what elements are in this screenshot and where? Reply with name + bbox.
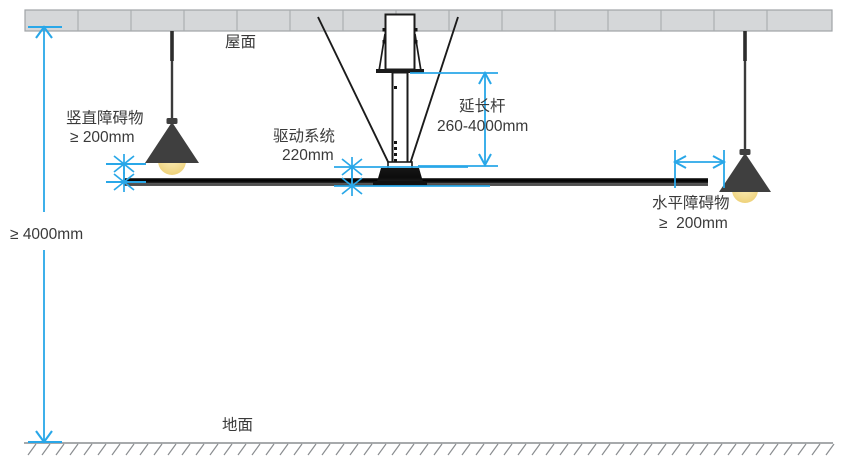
- label-extension-rod-value: 260-4000mm: [437, 118, 528, 135]
- label-vertical-obstacle-value: ≥ 200mm: [70, 129, 135, 146]
- ground-surface: [24, 442, 835, 456]
- safety-guy-wire: [317, 16, 459, 171]
- extension-rod: [391, 71, 409, 169]
- label-extension-rod-title: 延长杆: [459, 97, 506, 115]
- pendant-lamp-left: [145, 31, 199, 175]
- dim-floor-to-ceiling-height: [28, 25, 62, 444]
- label-ground: 地面: [222, 416, 253, 434]
- ceiling-slab: [24, 9, 833, 32]
- drive-motor-hub: [373, 161, 427, 187]
- label-drive-system-title: 驱动系统: [273, 127, 335, 145]
- dim-vertical-obstacle-clearance: [106, 154, 146, 192]
- label-horizontal-obstacle-value: ≥ 200mm: [659, 215, 728, 232]
- dim-horizontal-obstacle-clearance: [672, 150, 727, 188]
- ceiling-mount-bracket: [376, 13, 424, 73]
- label-drive-system-value: 220mm: [282, 147, 334, 164]
- label-horizontal-obstacle-title: 水平障碍物: [652, 194, 730, 212]
- pendant-lamp-right: [719, 31, 771, 203]
- dim-drive-system-height: [334, 157, 490, 196]
- dim-extension-rod-length: [410, 70, 498, 168]
- label-floor-height-value: ≥ 4000mm: [10, 226, 83, 243]
- label-vertical-obstacle-title: 竖直障碍物: [66, 109, 144, 127]
- label-ceiling: 屋面: [225, 34, 256, 51]
